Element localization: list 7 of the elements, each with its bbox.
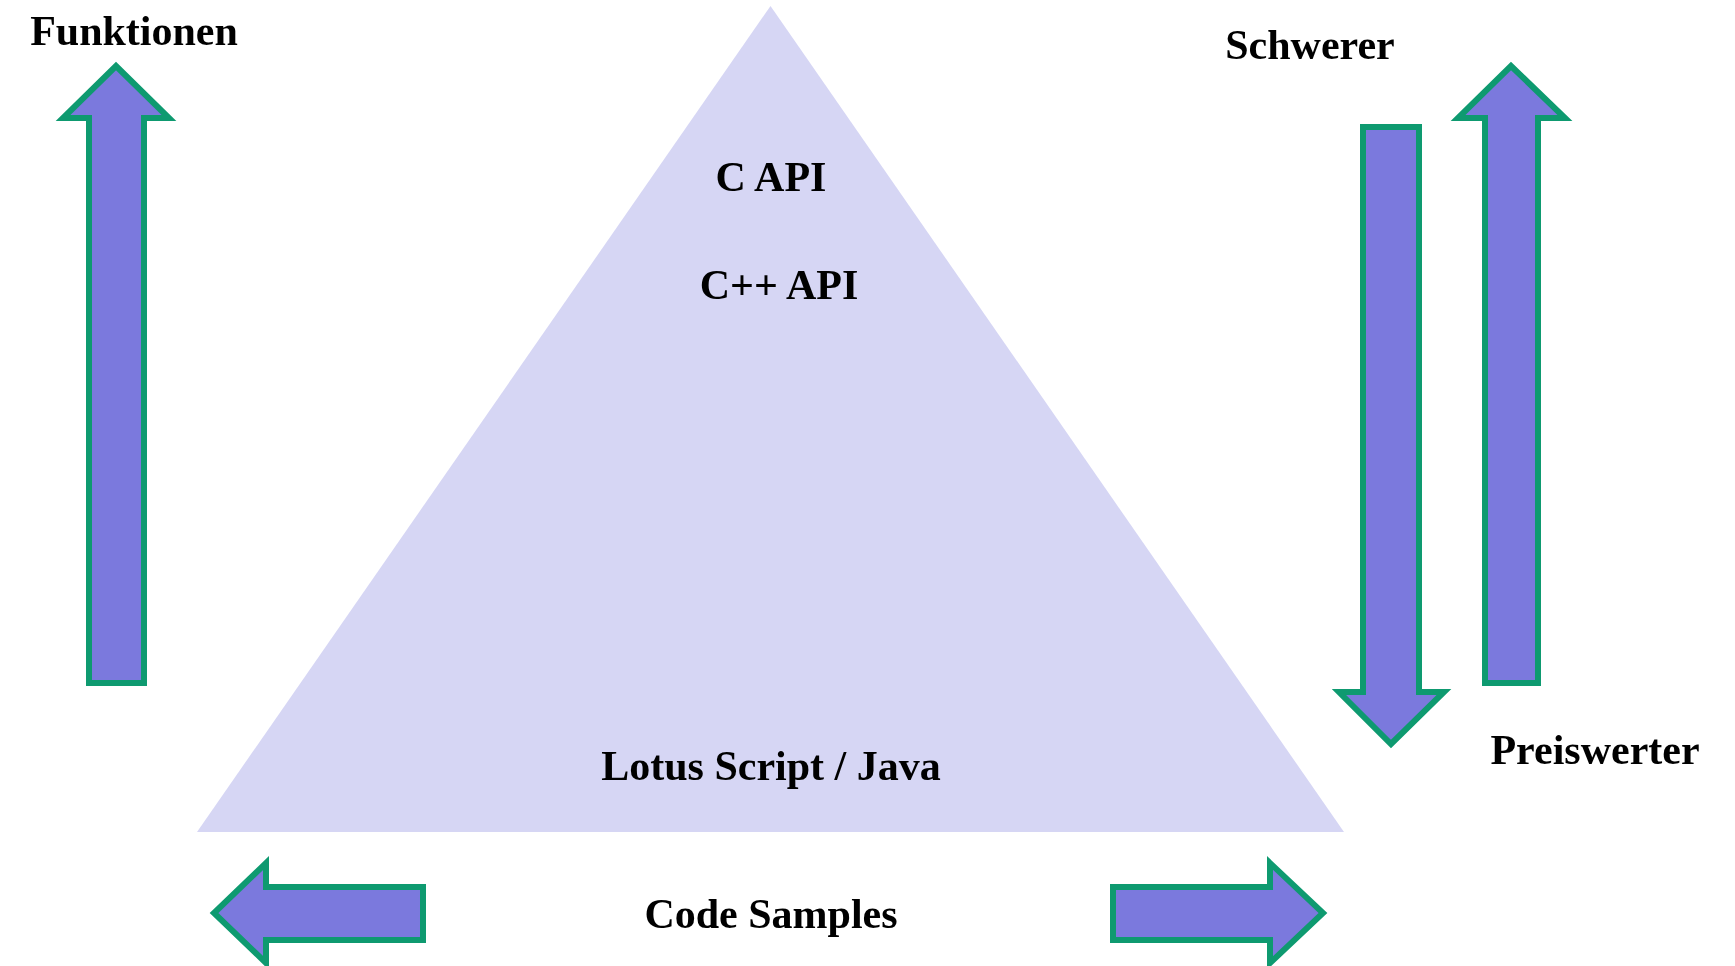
axis-label: Preiswerter [1490,729,1700,771]
level-label: C++ API [699,264,859,306]
level-label: Lotus Script / Java [601,745,941,787]
level-label: C API [715,156,827,198]
axis-label: Code Samples [644,893,898,935]
axis-label: Funktionen [30,10,238,52]
axis-label: Schwerer [1225,24,1395,66]
